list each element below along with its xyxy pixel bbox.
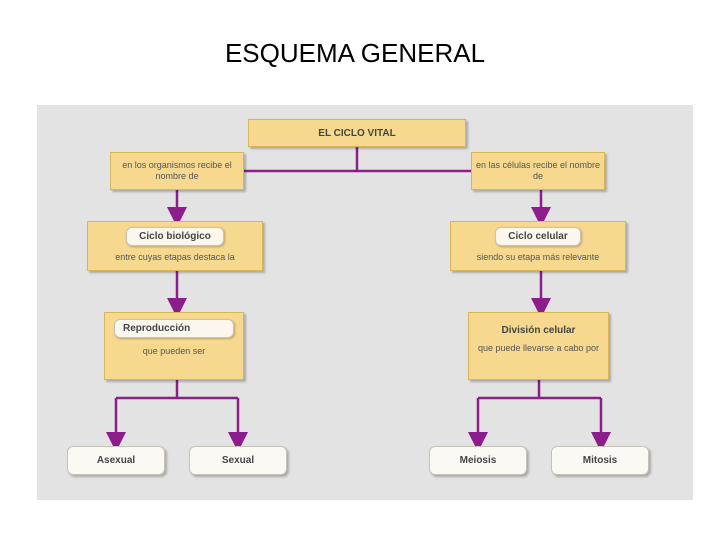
- stage-title-right: Ciclo celular: [495, 227, 581, 246]
- process-title-right: División celular: [501, 325, 576, 336]
- leaf-asexual: Asexual: [67, 446, 165, 475]
- root-node: EL CICLO VITAL: [248, 119, 466, 147]
- leaf-mitosis: Mitosis: [551, 446, 649, 475]
- stage-node-left: Ciclo biológico entre cuyas etapas desta…: [87, 221, 263, 271]
- connector-lines: [106, 147, 611, 452]
- stage-note-right: siendo su etapa más relevante: [476, 252, 600, 262]
- stage-title-left: Ciclo biológico: [126, 227, 224, 246]
- leaf-sexual: Sexual: [189, 446, 287, 475]
- right-connector-note: en las células recibe el nombre de: [471, 152, 605, 190]
- leaf-meiosis: Meiosis: [429, 446, 527, 475]
- left-connector-note: en los organismos recibe el nombre de: [110, 152, 244, 190]
- stage-note-left: entre cuyas etapas destaca la: [115, 252, 235, 262]
- process-node-right: División celular que puede llevarse a ca…: [468, 312, 609, 380]
- page-title: ESQUEMA GENERAL: [224, 38, 486, 68]
- process-title-left: Reproducción: [114, 319, 234, 338]
- stage-node-right: Ciclo celular siendo su etapa más releva…: [450, 221, 626, 271]
- concept-map: EL CICLO VITAL en los organismos recibe …: [37, 105, 693, 500]
- process-note-left: que pueden ser: [142, 346, 206, 356]
- process-node-left: Reproducción que pueden ser: [104, 312, 244, 380]
- process-note-right: que puede llevarse a cabo por: [477, 343, 600, 353]
